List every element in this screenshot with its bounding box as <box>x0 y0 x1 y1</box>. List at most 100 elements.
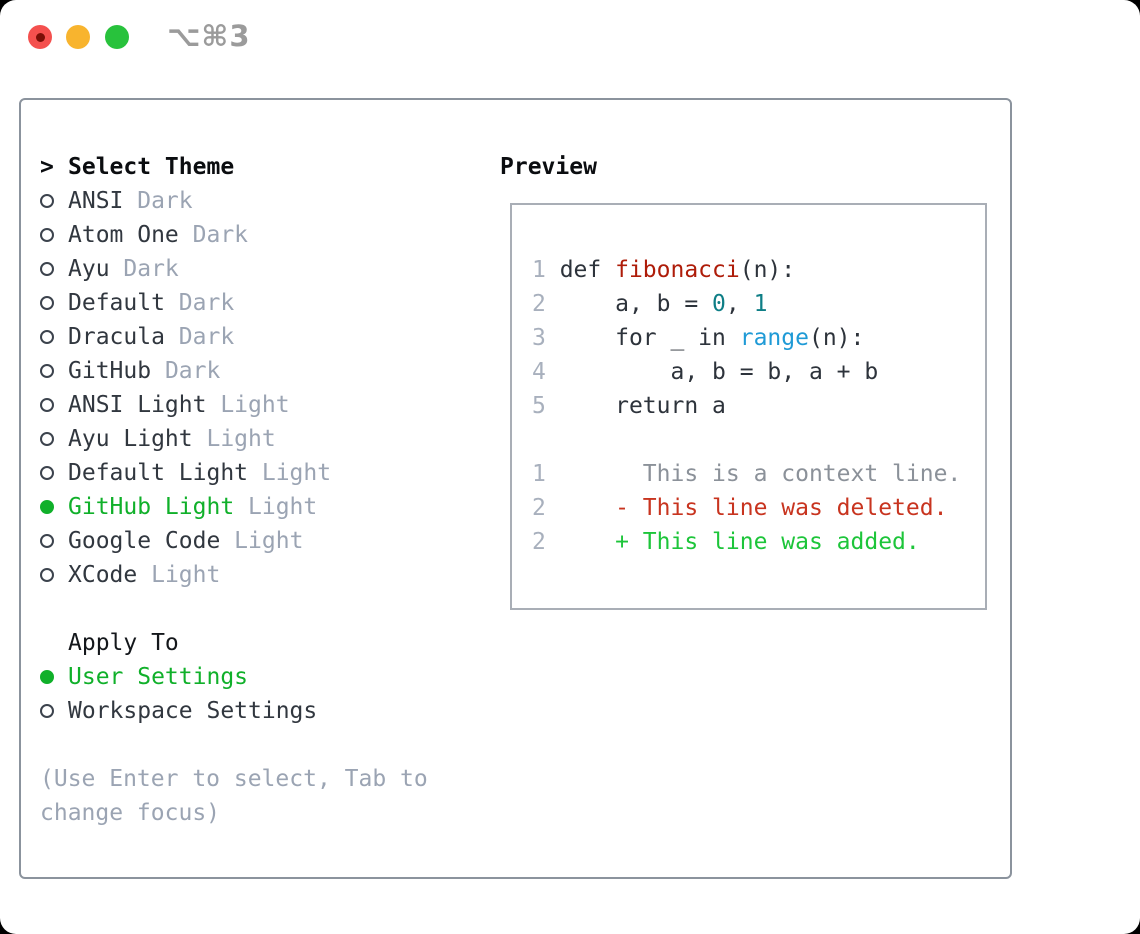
theme-item-label: ANSI Light Light <box>68 388 290 422</box>
traffic-light-minimize[interactable] <box>66 25 90 49</box>
code-segment: (n): <box>739 257 796 283</box>
code-segment: def <box>559 257 616 283</box>
radio-circle <box>40 670 54 684</box>
variant-badge: Dark <box>109 256 179 282</box>
apply-option[interactable]: User Settings <box>40 660 317 694</box>
code-segment: (n): <box>808 325 865 351</box>
theme-item-label: GitHub Dark <box>68 354 220 388</box>
help-line: (Use Enter to select, Tab to <box>40 766 428 792</box>
theme-item-label: Google Code Light <box>68 524 303 558</box>
radio-circle <box>40 262 54 276</box>
variant-badge: Dark <box>151 358 221 384</box>
theme-name: GitHub Light <box>68 494 235 520</box>
theme-name: XCode <box>68 562 138 588</box>
theme-name: Default Light <box>68 460 249 486</box>
variant-badge: Dark <box>123 188 193 214</box>
variant-badge: Dark <box>178 222 249 248</box>
traffic-light-zoom[interactable] <box>105 25 129 49</box>
radio-circle <box>40 466 54 480</box>
radio-icon <box>40 364 68 378</box>
theme-item[interactable]: Ayu Dark <box>40 252 331 286</box>
variant-badge: Light <box>137 562 221 588</box>
variant-badge: Light <box>248 460 332 486</box>
radio-selected-icon <box>40 670 68 684</box>
radio-circle <box>40 330 54 344</box>
apply-option-label: Workspace Settings <box>68 698 318 724</box>
theme-item-label: XCode Light <box>68 558 220 592</box>
radio-circle <box>40 194 54 208</box>
line-number: 2 <box>532 291 560 317</box>
code-segment: This is a context line. <box>559 461 962 487</box>
variant-badge: Light <box>192 426 276 452</box>
variant-badge: Light <box>206 392 290 418</box>
code-segment: fibonacci <box>615 257 740 283</box>
theme-item[interactable]: GitHub Light Light <box>40 490 331 524</box>
theme-item[interactable]: Atom One Dark <box>40 218 331 252</box>
radio-selected-icon <box>40 500 68 514</box>
code-line: 2 + This line was added. <box>532 525 961 559</box>
theme-item[interactable]: Google Code Light <box>40 524 331 558</box>
theme-item[interactable]: GitHub Dark <box>40 354 331 388</box>
code-line: 1 def fibonacci(n): <box>532 253 961 287</box>
theme-name: Default <box>68 290 165 316</box>
radio-icon <box>40 432 68 446</box>
radio-circle <box>40 704 54 718</box>
radio-circle <box>40 534 54 548</box>
line-number <box>532 427 560 453</box>
radio-icon <box>40 568 68 582</box>
select-theme-title: Select Theme <box>68 154 235 180</box>
line-number: 4 <box>532 359 560 385</box>
radio-circle <box>40 364 54 378</box>
variant-badge: Light <box>220 528 304 554</box>
code-line: 3 for _ in range(n): <box>532 321 961 355</box>
line-number: 1 <box>532 257 560 283</box>
variant-badge: Dark <box>164 290 235 316</box>
theme-item[interactable]: XCode Light <box>40 558 331 592</box>
code-segment: for _ in <box>559 325 740 351</box>
theme-item[interactable]: Ayu Light Light <box>40 422 331 456</box>
code-line: 4 a, b = b, a + b <box>532 355 961 389</box>
radio-icon <box>40 228 68 242</box>
theme-item-label: GitHub Light Light <box>68 490 317 524</box>
theme-item[interactable]: Default Dark <box>40 286 331 320</box>
radio-icon <box>40 330 68 344</box>
traffic-light-close[interactable] <box>28 25 52 49</box>
theme-item-label: Dracula Dark <box>68 320 234 354</box>
theme-name: Atom One <box>68 222 179 248</box>
theme-item-label: Ayu Light Light <box>68 422 276 456</box>
radio-icon <box>40 296 68 310</box>
preview-header: Preview <box>500 154 597 180</box>
code-segment: + This line was added. <box>559 529 920 555</box>
radio-icon <box>40 398 68 412</box>
theme-item-label: Atom One Dark <box>68 218 248 252</box>
apply-option[interactable]: Workspace Settings <box>40 694 317 728</box>
theme-item[interactable]: ANSI Light Light <box>40 388 331 422</box>
radio-icon <box>40 466 68 480</box>
apply-to-title: Apply To <box>68 630 179 656</box>
theme-name: GitHub <box>68 358 152 384</box>
code-segment: a, b = <box>559 291 713 317</box>
theme-item[interactable]: Dracula Dark <box>40 320 331 354</box>
theme-name: Ayu Light <box>68 426 193 452</box>
code-line: 2 a, b = 0, 1 <box>532 287 961 321</box>
theme-item[interactable]: Default Light Light <box>40 456 331 490</box>
radio-icon <box>40 194 68 208</box>
theme-name: ANSI <box>68 188 124 214</box>
theme-item-label: Default Dark <box>68 286 234 320</box>
code-line: 1 This is a context line. <box>532 457 961 491</box>
radio-circle <box>40 432 54 446</box>
select-theme-header: > Select Theme <box>40 150 331 184</box>
code-segment: a, b = b, a + b <box>559 359 879 385</box>
radio-icon <box>40 534 68 548</box>
cursor-icon: > <box>40 154 54 180</box>
radio-circle <box>40 500 54 514</box>
code-segment: 0 <box>712 291 726 317</box>
theme-item[interactable]: ANSI Dark <box>40 184 331 218</box>
line-number: 2 <box>532 495 560 521</box>
code-line: 5 return a <box>532 389 961 423</box>
